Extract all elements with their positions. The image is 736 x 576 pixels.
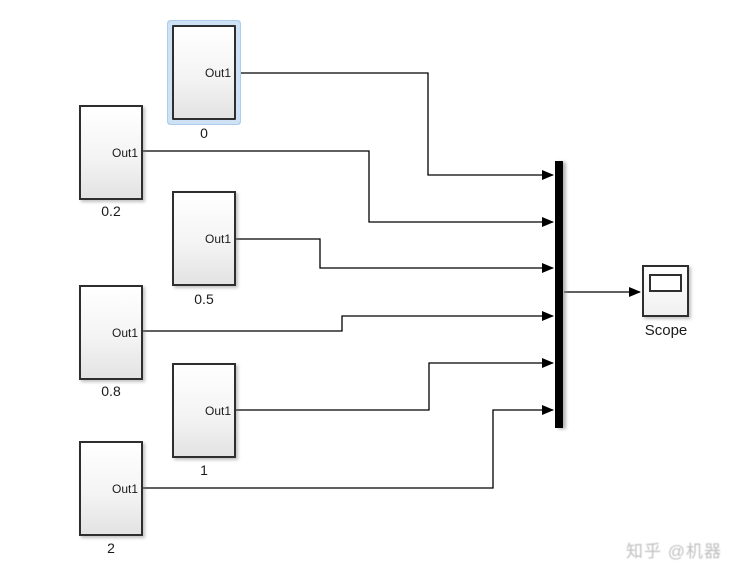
signal-line-block2-to-mux[interactable] [143,405,554,489]
subsystem-block-1[interactable]: Out1 [172,363,236,458]
block-name-0[interactable]: 0 [200,125,208,141]
subsystem-block-05[interactable]: Out1 [172,191,236,286]
outport-label: Out1 [204,403,231,418]
outport-label: Out1 [111,481,138,496]
block-name-02[interactable]: 0.2 [101,203,121,219]
subsystem-block-0[interactable]: Out1 [172,25,236,120]
block-name-1[interactable]: 1 [200,462,208,478]
outport-label: Out1 [204,65,231,80]
signal-line-block08-to-mux[interactable] [143,311,554,332]
outport-label: Out1 [111,145,138,160]
mux-block[interactable] [555,161,563,428]
subsystem-block-02[interactable]: Out1 [79,105,143,200]
block-name-05[interactable]: 0.5 [194,291,214,307]
subsystem-block-2[interactable]: Out1 [79,441,143,536]
outport-label: Out1 [111,325,138,340]
signal-line-block0-to-mux[interactable] [236,72,554,180]
scope-screen-icon [649,274,682,292]
scope-name[interactable]: Scope [644,322,688,339]
block-name-08[interactable]: 0.8 [101,383,121,399]
signal-line-block05-to-mux[interactable] [236,238,554,273]
block-name-2[interactable]: 2 [107,540,115,556]
signal-line-block02-to-mux[interactable] [143,150,554,227]
watermark: 知乎 @机器 [626,542,722,561]
outport-label: Out1 [204,231,231,246]
subsystem-block-08[interactable]: Out1 [79,285,143,380]
signal-line-block1-to-mux[interactable] [236,358,554,411]
scope-block[interactable] [642,265,689,317]
